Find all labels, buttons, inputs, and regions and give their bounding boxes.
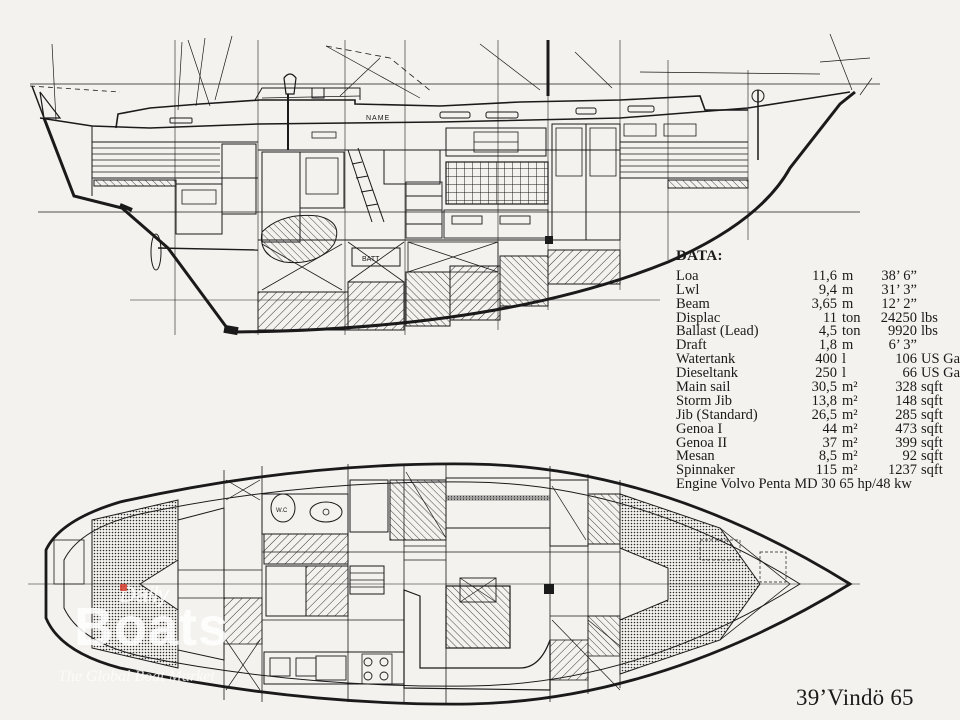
spec-imperial-value: 38’ 6”	[881, 267, 917, 284]
spec-metric-value: 115	[815, 462, 837, 479]
spec-metric-unit: l	[842, 365, 847, 382]
spec-metric-value: 250	[815, 365, 837, 382]
spec-metric-value: 1,8	[818, 337, 837, 354]
spec-metric-value: 11	[823, 309, 837, 326]
spec-table: Loa 11,6 m 38’ 6” Lwl 9,4 m 31’ 3” Beam 3,65 m 12’ …	[676, 267, 960, 479]
spec-metric-value: 4,5	[818, 323, 837, 340]
spec-imperial-unit: lbs	[921, 309, 938, 326]
spec-name: Displac	[676, 309, 721, 326]
spec-name: Storm Jib	[676, 392, 732, 409]
spec-imperial-unit: US Gal.	[921, 351, 960, 368]
spec-metric-unit: m²	[842, 406, 858, 423]
spec-name: Genoa II	[676, 434, 728, 451]
hull-name-label: NAME	[366, 115, 390, 122]
spec-imperial-value: 12’ 2”	[881, 295, 917, 312]
spec-imperial-value: 285	[895, 406, 917, 423]
spec-imperial-unit: sqft	[921, 379, 943, 396]
spec-metric-value: 3,65	[811, 295, 837, 312]
spec-imperial-value: 9920	[888, 323, 917, 340]
spec-name: Lwl	[676, 281, 700, 298]
spec-imperial-value: 24250	[880, 309, 917, 326]
spec-name: Genoa I	[676, 420, 723, 437]
spec-name: Beam	[676, 295, 710, 312]
spec-metric-value: 8,5	[818, 448, 837, 465]
plan-view: W.C	[28, 462, 860, 706]
spec-imperial-value: 148	[895, 392, 917, 409]
spec-imperial-unit: sqft	[921, 406, 943, 423]
spec-imperial-unit: sqft	[921, 448, 943, 465]
spec-metric-unit: m	[842, 337, 854, 354]
spec-imperial-unit: US Gal.	[921, 365, 960, 382]
spec-metric-value: 400	[815, 351, 837, 368]
spec-row: Lwl 9,4 m 31’ 3”	[676, 281, 960, 298]
spec-imperial-value: 6’ 3”	[888, 337, 917, 354]
spec-row: Beam 3,65 m 12’ 2”	[676, 295, 960, 312]
battery-label: BATT	[362, 256, 380, 263]
spec-metric-unit: m	[842, 295, 854, 312]
spec-name: Dieseltank	[676, 365, 739, 382]
spec-imperial-value: 66	[902, 365, 918, 382]
wc-label: W.C	[276, 508, 288, 514]
spec-metric-value: 30,5	[811, 379, 837, 396]
spec-metric-unit: m²	[842, 392, 858, 409]
spec-imperial-value: 399	[895, 434, 917, 451]
model-title: 39’Vindö 65	[796, 685, 914, 710]
spec-metric-unit: ton	[842, 323, 861, 340]
spec-row: Loa 11,6 m 38’ 6”	[676, 267, 960, 284]
spec-name: Loa	[676, 267, 699, 284]
spec-metric-unit: l	[842, 351, 847, 368]
spec-metric-value: 37	[822, 434, 838, 451]
spec-metric-unit: m²	[842, 434, 858, 451]
spec-name: Spinnaker	[676, 462, 735, 479]
spec-imperial-value: 31’ 3”	[881, 281, 917, 298]
spec-metric-unit: m²	[842, 462, 858, 479]
spec-imperial-unit: sqft	[921, 392, 943, 409]
spec-row: Draft 1,8 m 6’ 3”	[676, 337, 960, 354]
spec-metric-value: 13,8	[811, 392, 837, 409]
spec-imperial-value: 1237	[888, 462, 917, 479]
specifications-panel: DATA: Loa 11,6 m 38’ 6” Lwl 9,4 m 31’ 3” Beam 3,6…	[676, 248, 960, 493]
spec-metric-value: 26,5	[811, 406, 837, 423]
spec-imperial-unit: sqft	[921, 420, 943, 437]
spec-name: Jib (Standard)	[676, 406, 758, 423]
spec-name: Ballast (Lead)	[676, 323, 759, 340]
spec-metric-unit: m²	[842, 420, 858, 437]
spec-imperial-value: 106	[895, 351, 917, 368]
spec-imperial-unit: lbs	[921, 323, 938, 340]
spec-imperial-value: 328	[895, 379, 917, 396]
spec-name: Draft	[676, 337, 707, 354]
spec-metric-unit: ton	[842, 309, 861, 326]
spec-imperial-unit: sqft	[921, 462, 943, 479]
spec-imperial-value: 473	[895, 420, 917, 437]
spec-metric-value: 11,6	[812, 267, 837, 284]
spec-metric-unit: m	[842, 281, 854, 298]
spec-name: Main sail	[676, 379, 731, 396]
spec-name: Watertank	[676, 351, 736, 368]
spec-metric-value: 9,4	[818, 281, 837, 298]
data-heading: DATA:	[676, 248, 723, 264]
engine-spec: Engine Volvo Penta MD 30 65 hp/48 kw	[676, 476, 912, 493]
spec-imperial-value: 92	[902, 448, 918, 465]
spec-name: Mesan	[676, 448, 715, 465]
spec-metric-unit: m²	[842, 379, 858, 396]
spec-metric-unit: m²	[842, 448, 858, 465]
side-elevation-view: BATT NAME	[29, 33, 880, 336]
spec-metric-value: 44	[822, 420, 838, 437]
spec-metric-unit: m	[842, 267, 854, 284]
spec-imperial-unit: sqft	[921, 434, 943, 451]
